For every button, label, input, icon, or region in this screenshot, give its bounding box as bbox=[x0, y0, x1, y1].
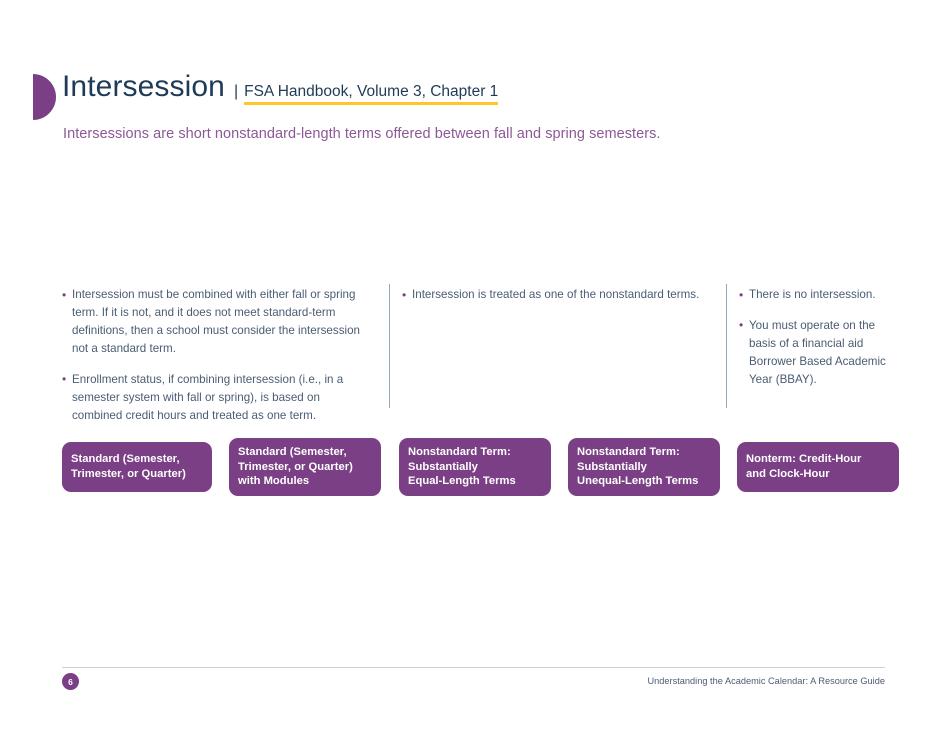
category-box-nonstandard-unequal: Nonstandard Term: Substantially Unequal-… bbox=[568, 438, 720, 496]
category-label: Standard (Semester, Trimester, or Quarte… bbox=[71, 453, 186, 480]
footer-divider bbox=[62, 667, 885, 668]
page-subtitle-reference: FSA Handbook, Volume 3, Chapter 1 bbox=[244, 83, 499, 105]
bullet-column-standard: Intersession must be combined with eithe… bbox=[62, 286, 372, 425]
category-box-standard-with-modules: Standard (Semester, Trimester, or Quarte… bbox=[229, 438, 381, 496]
page-number-badge: 6 bbox=[62, 673, 79, 690]
list-item: You must operate on the basis of a finan… bbox=[739, 316, 904, 389]
title-separator: | bbox=[233, 83, 239, 100]
category-label: Nonstandard Term: Substantially Equal-Le… bbox=[408, 445, 516, 488]
bullet-column-nonstandard: Intersession is treated as one of the no… bbox=[402, 286, 718, 305]
header-accent-marker bbox=[33, 74, 56, 120]
intro-paragraph: Intersessions are short nonstandard-leng… bbox=[63, 126, 661, 142]
list-item: Intersession is treated as one of the no… bbox=[402, 286, 718, 305]
column-divider-left bbox=[389, 284, 390, 408]
category-label: Standard (Semester, Trimester, or Quarte… bbox=[238, 445, 353, 488]
footer-title: Understanding the Academic Calendar: A R… bbox=[647, 676, 885, 686]
category-header-row: Standard (Semester, Trimester, or Quarte… bbox=[0, 220, 950, 496]
bullet-column-nonterm: There is no intersession. You must opera… bbox=[739, 286, 904, 389]
category-box-nonstandard-equal: Nonstandard Term: Substantially Equal-Le… bbox=[399, 438, 551, 496]
list-item: Enrollment status, if combining interses… bbox=[62, 370, 372, 425]
category-label: Nonstandard Term: Substantially Unequal-… bbox=[577, 445, 699, 488]
category-box-nonterm: Nonterm: Credit-Hour and Clock-Hour bbox=[737, 442, 899, 492]
list-item: Intersession must be combined with eithe… bbox=[62, 286, 372, 358]
list-item: There is no intersession. bbox=[739, 286, 904, 305]
page-title-row: Intersession | FSA Handbook, Volume 3, C… bbox=[62, 70, 499, 105]
category-label: Nonterm: Credit-Hour and Clock-Hour bbox=[746, 453, 862, 480]
page-title: Intersession bbox=[62, 70, 225, 103]
column-divider-right bbox=[726, 284, 727, 408]
category-box-standard: Standard (Semester, Trimester, or Quarte… bbox=[62, 442, 212, 492]
